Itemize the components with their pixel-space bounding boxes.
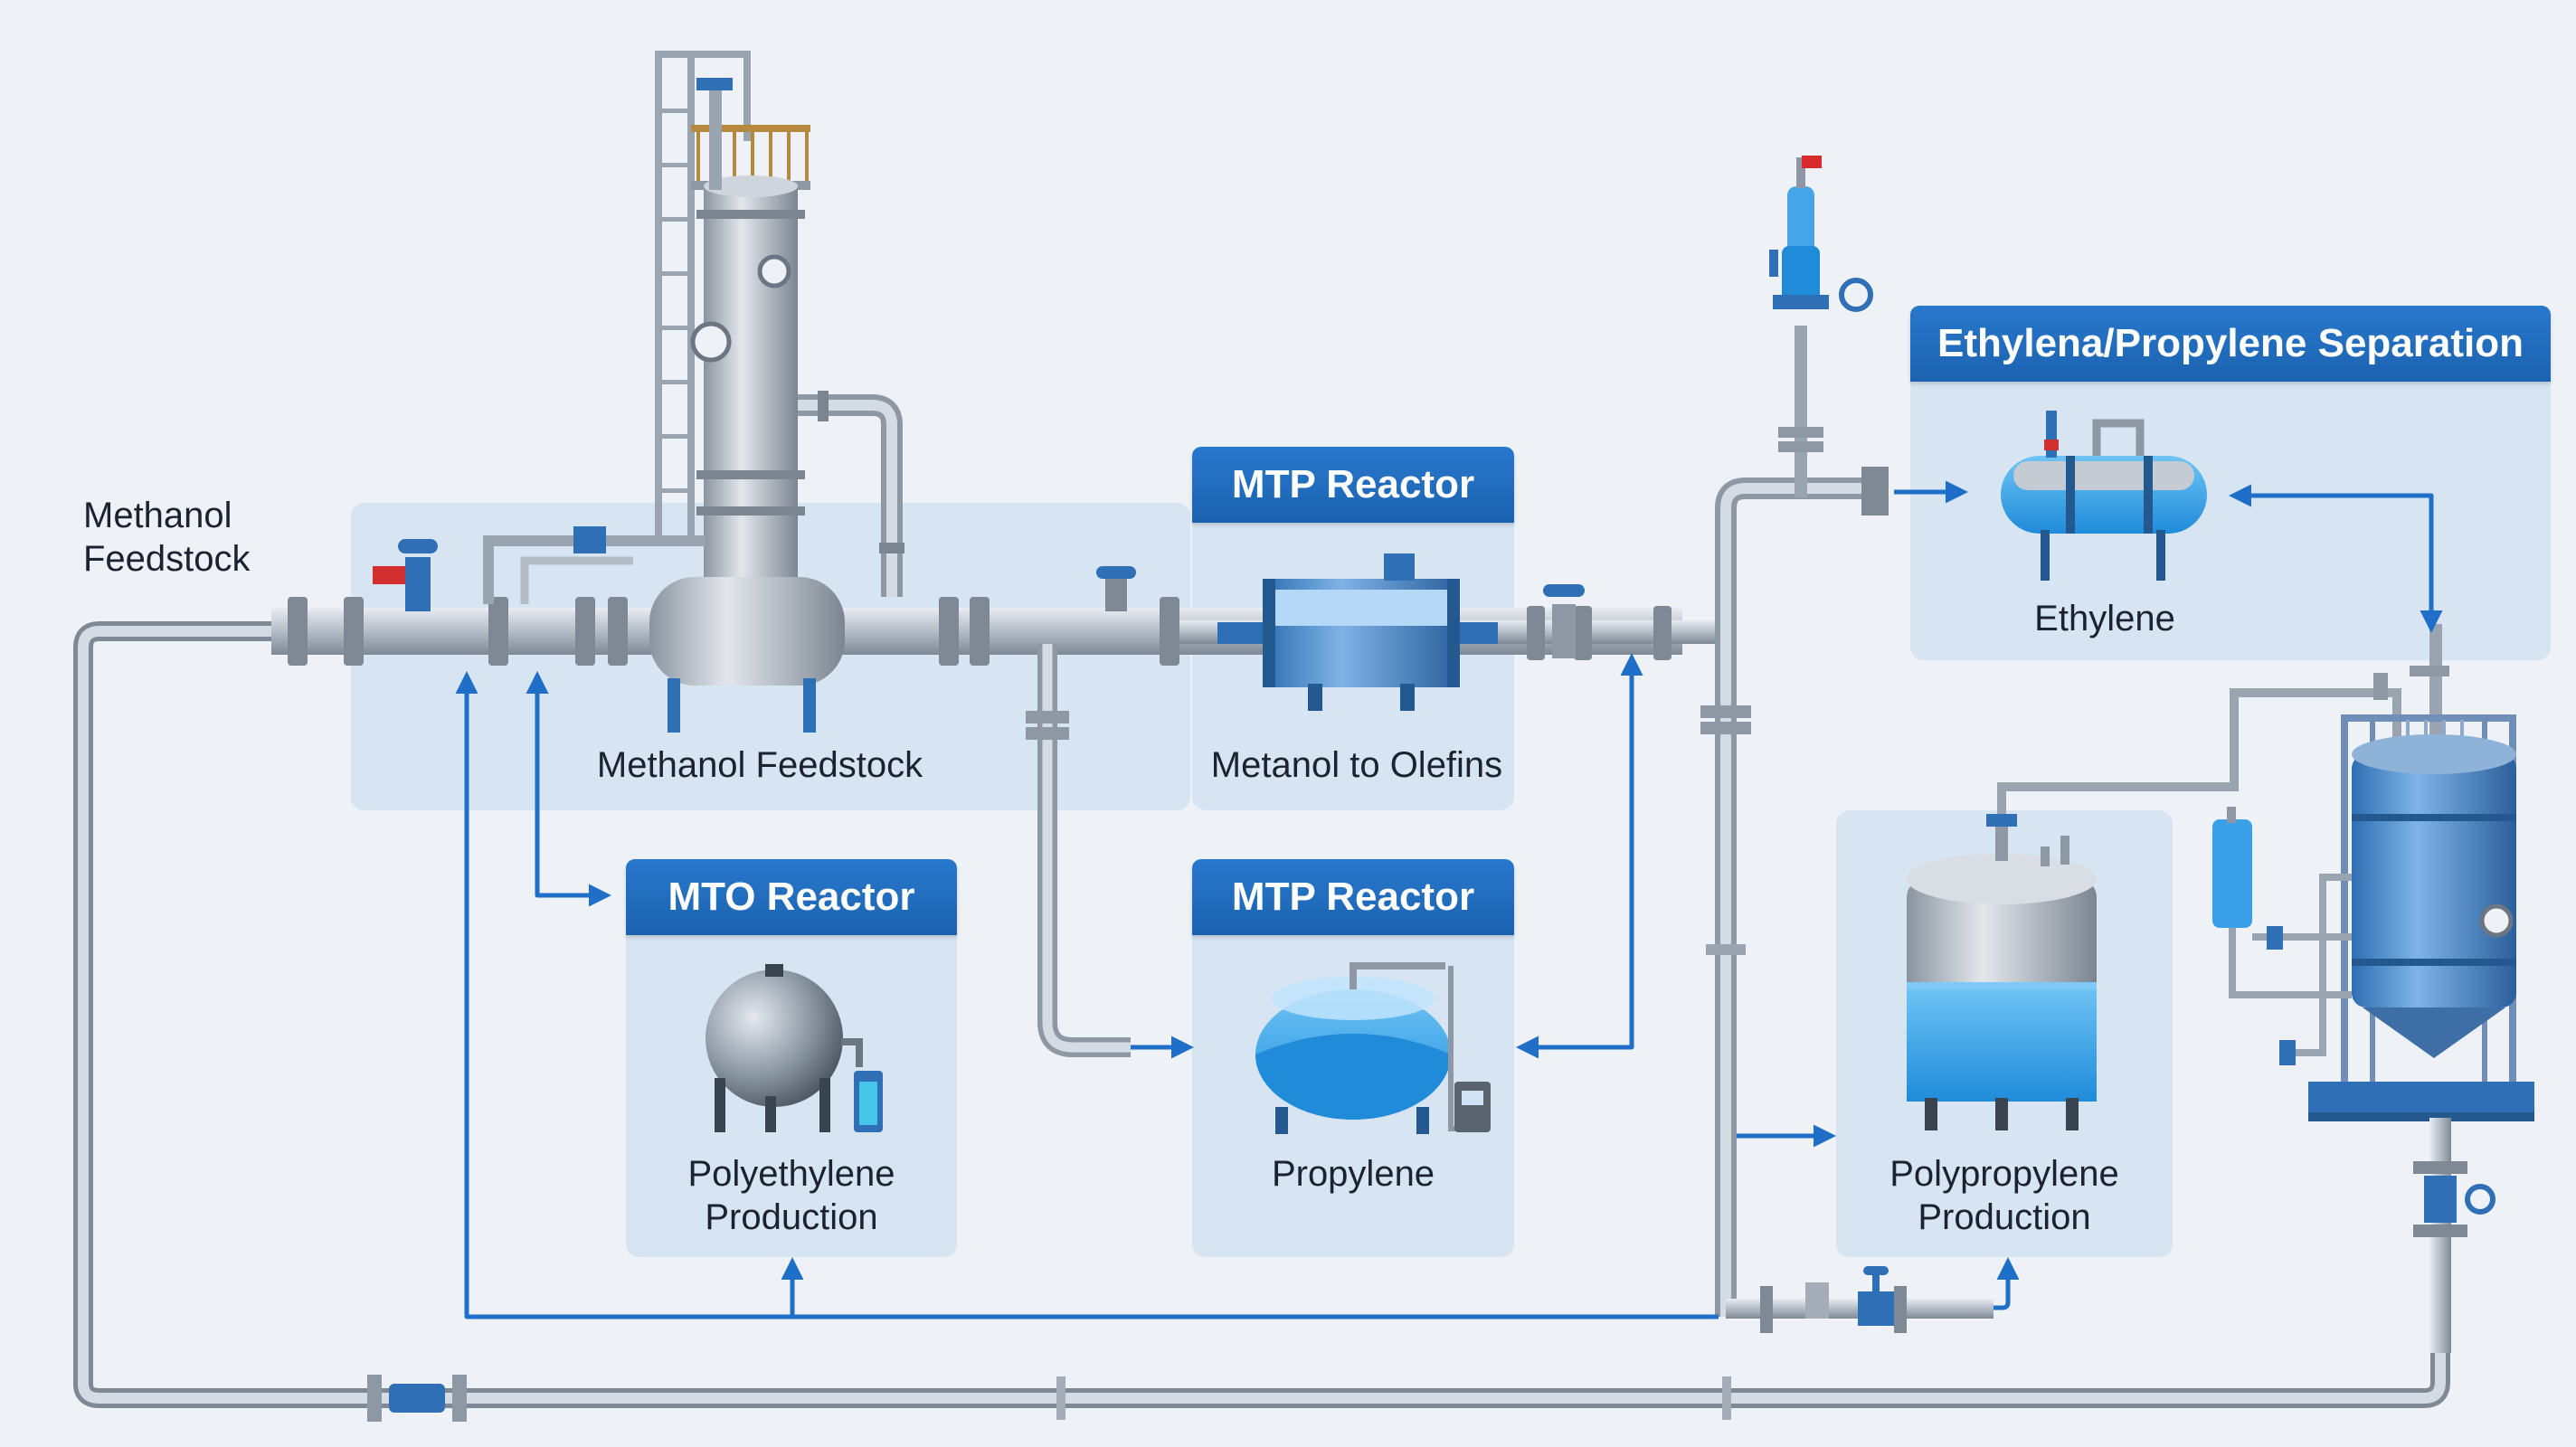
arrow-separation-to-reactor (2229, 484, 2443, 633)
methanol-feedstock-left-label: Methanol Feedstock (83, 496, 251, 579)
distillation-column-icon (483, 51, 904, 733)
metanol-to-olefins-label: Metanol to Olefins (1210, 745, 1503, 785)
outer-pipe-loop (73, 621, 2450, 1408)
branch-pipe-mtp (1026, 644, 1131, 1057)
arrow-mtp-to-header (1516, 653, 1643, 1059)
arrow-to-mto (526, 671, 611, 907)
mtp-top-reactor (1217, 553, 1498, 711)
right-vertical-pipe (1700, 156, 1889, 1317)
polyethylene-production-label: Polyethylene Production (687, 1154, 895, 1237)
arrow-valve-to-polypropylene (1994, 1257, 2020, 1310)
horizontal-tank-icon (2001, 411, 2207, 581)
horizontal-drum-icon (1255, 962, 1491, 1134)
storage-tank-icon (1907, 688, 2401, 1130)
ethylene-label: Ethylene (2034, 599, 2175, 638)
propylene-label: Propylene (1271, 1154, 1435, 1194)
arrow-header-to-bottom-loop (455, 671, 1719, 1319)
flow-arrows (455, 480, 2443, 1319)
mtp-reactor-bottom-header: MTP Reactor (1192, 859, 1514, 935)
bottom-valve (1726, 1266, 1994, 1333)
separation-header: Ethylena/Propylene Separation (1910, 306, 2551, 382)
mtp-reactor-top-header: MTP Reactor (1192, 447, 1514, 523)
methanol-feedstock-panel-label: Methanol Feedstock (596, 745, 923, 785)
mto-reactor-header: MTO Reactor (626, 859, 957, 935)
spherical-vessel-icon (706, 964, 883, 1132)
bottom-flanges (367, 1375, 1731, 1422)
framed-reactor-icon (2212, 624, 2534, 1353)
polypropylene-production-label: Polypropylene Production (1889, 1154, 2119, 1237)
